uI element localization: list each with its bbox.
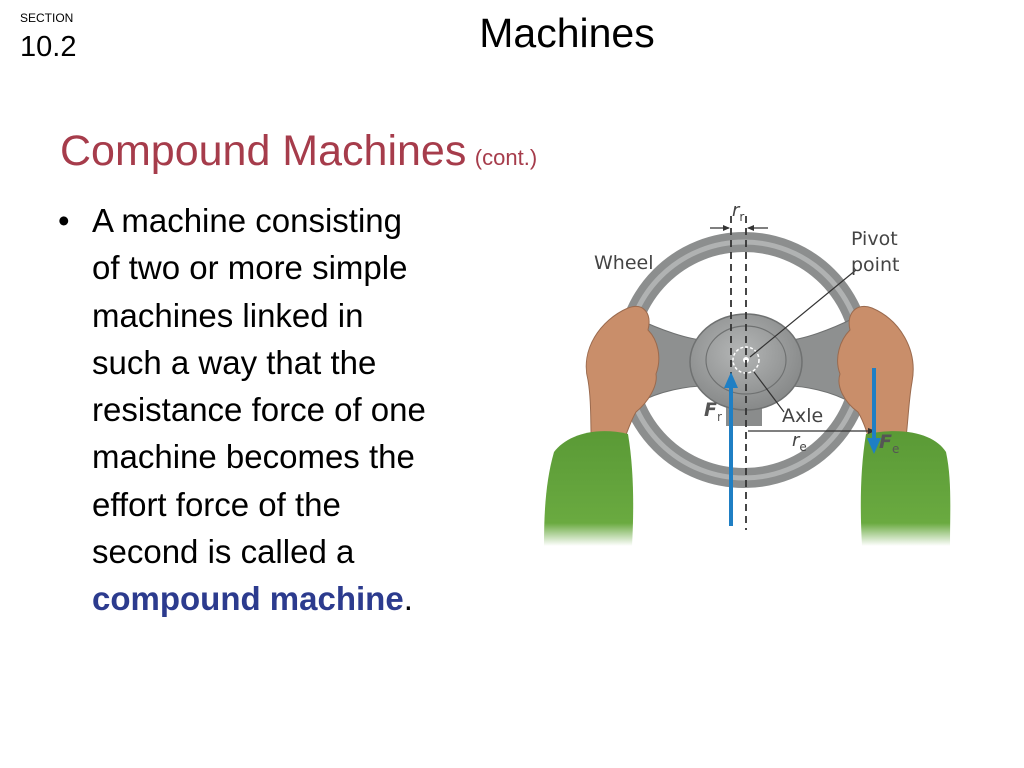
- fr-label: Fr: [704, 399, 722, 424]
- end-punctuation: .: [403, 580, 413, 618]
- bullet-line: machine becomes the: [92, 438, 415, 476]
- fe-arrowhead: [867, 438, 881, 454]
- steering-wheel-figure: Wheel Pivot point Axle rr re Fr Fe: [544, 200, 951, 546]
- fe-label: Fe: [879, 431, 899, 456]
- axle-pointer-line: [753, 371, 785, 413]
- bullet-line: such a way that the: [92, 343, 377, 381]
- section-number: 10.2: [20, 31, 77, 63]
- pivot-label-line1: Pivot: [851, 228, 898, 250]
- slide-heading: Compound Machines (cont.): [60, 127, 537, 176]
- pivot-label-line2: point: [851, 254, 899, 276]
- bullet-text: A machine consisting of two or more simp…: [92, 197, 512, 623]
- bullet-line: resistance force of one: [92, 391, 426, 429]
- heading-suffix: (cont.): [474, 145, 538, 170]
- left-sleeve: [544, 431, 634, 546]
- bullet-item: • A machine consisting of two or more si…: [58, 197, 508, 623]
- wheel-label: Wheel: [594, 252, 654, 274]
- axle-label: Axle: [782, 405, 823, 427]
- heading-text: Compound Machines: [60, 127, 467, 175]
- right-sleeve: [860, 431, 951, 546]
- bullet-line: second is called a: [92, 533, 355, 571]
- bullet-line: effort force of the: [92, 485, 341, 523]
- slide-title: Machines: [479, 10, 655, 56]
- bullet-line: of two or more simple: [92, 249, 408, 287]
- rr-arrowhead-left: [723, 225, 730, 231]
- fr-arrowhead: [724, 372, 738, 388]
- rr-label: rr: [732, 200, 744, 224]
- re-label: re: [792, 430, 807, 454]
- rr-arrowhead-right: [747, 225, 754, 231]
- pivot-pointer-line: [749, 269, 857, 358]
- bullet-last-line: compound machine.: [92, 575, 512, 622]
- section-label: SECTION: [20, 11, 74, 25]
- bullet-line: machines linked in: [92, 296, 364, 334]
- bullet-marker: •: [58, 202, 70, 239]
- key-term: compound machine: [92, 580, 404, 618]
- bullet-line: A machine consisting: [92, 202, 403, 239]
